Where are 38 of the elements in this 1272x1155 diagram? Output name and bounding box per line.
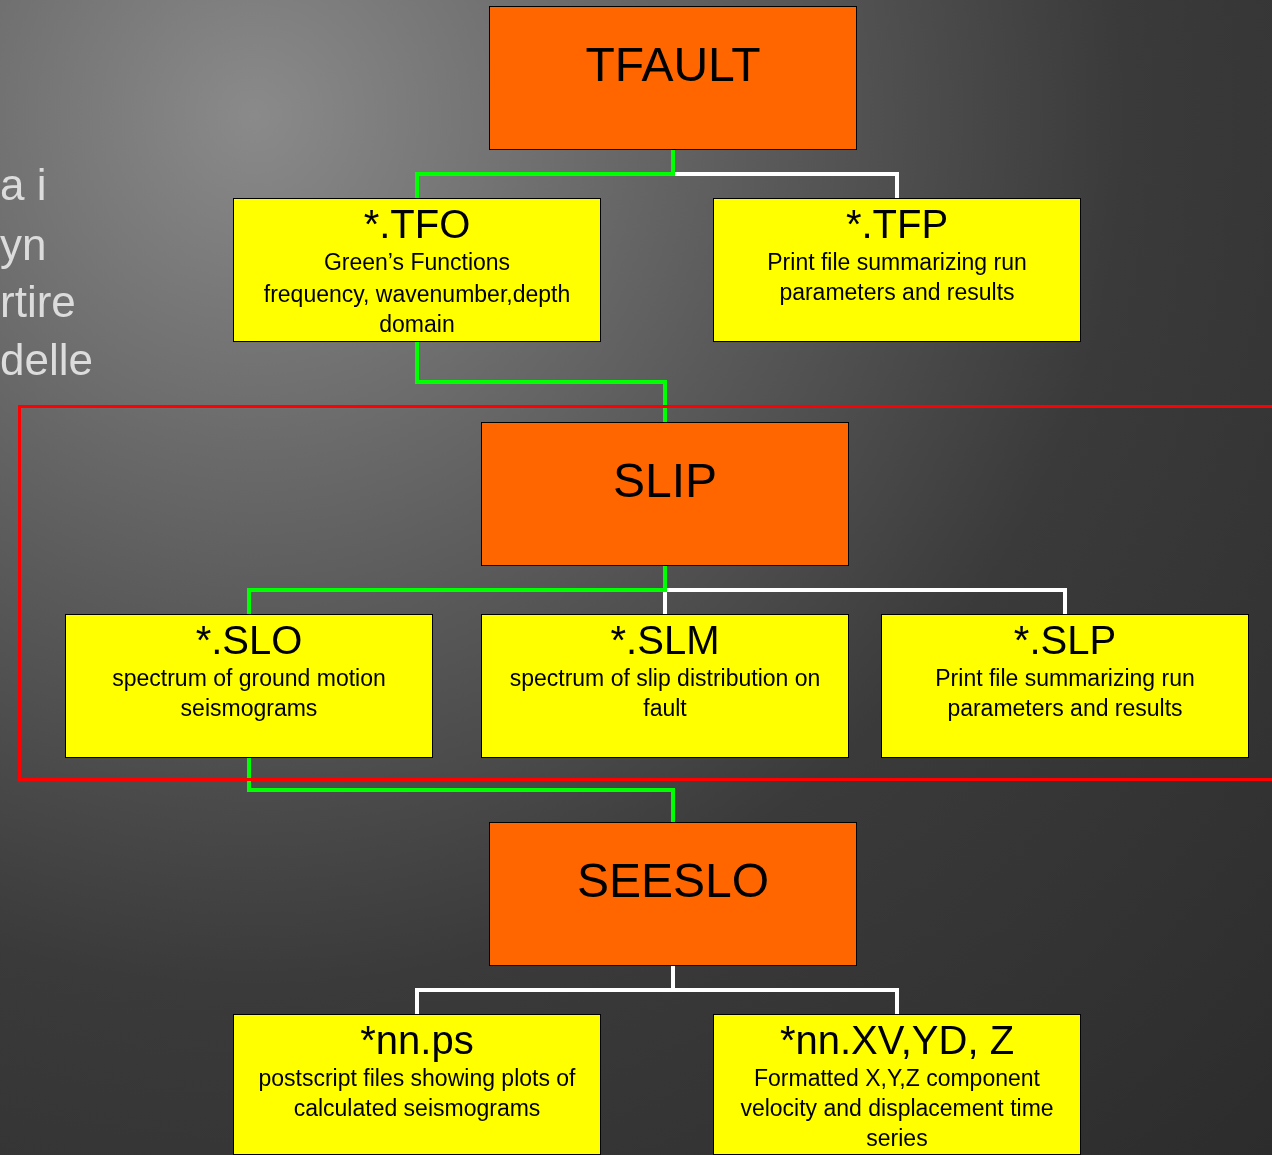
file-box [713, 198, 1081, 342]
file-box [481, 614, 849, 758]
file-box [233, 1014, 601, 1155]
slide-text-fragment: a i [0, 160, 47, 210]
program-box [489, 822, 857, 966]
connector-line [415, 342, 667, 422]
box-title: *nn.ps [360, 1019, 474, 1061]
box-title: *.TFP [845, 203, 949, 245]
connector-line [247, 758, 675, 822]
file-box [65, 614, 433, 758]
box-title: *.SLM [610, 619, 720, 661]
box-description: Print file summarizing run parameters and results [934, 664, 1196, 723]
program-box [481, 422, 849, 566]
box-description: postscript files showing plots of calculated seismograms [257, 1064, 577, 1123]
slide-text-fragment: rtire [0, 277, 76, 327]
file-box [233, 198, 601, 342]
file-box [881, 614, 1249, 758]
box-title: *.SLO [195, 619, 303, 661]
box-description: Print file summarizing run parameters and results [766, 248, 1028, 307]
box-description: spectrum of ground motion seismograms [111, 664, 387, 723]
group-frame [18, 405, 1272, 781]
slide-text-fragment: delle [0, 335, 93, 385]
connector-line [671, 966, 899, 1014]
box-description: spectrum of slip distribution on fault [508, 664, 822, 723]
program-box [489, 6, 857, 150]
box-description: Green’s Functions [323, 248, 511, 277]
box-title: SEESLO [576, 853, 770, 909]
box-title: *nn.XV,YD, Z [779, 1019, 1015, 1061]
box-title: *.TFO [363, 203, 471, 245]
connector-line [247, 566, 667, 614]
box-title: TFAULT [585, 37, 761, 93]
box-title: SLIP [612, 453, 718, 509]
file-box [713, 1014, 1081, 1155]
box-description: Formatted X,Y,Z component velocity and displacement time series [739, 1064, 1055, 1153]
box-description: frequency, wavenumber,depth domain [262, 280, 572, 339]
box-title: *.SLP [1013, 619, 1117, 661]
connector-line [415, 150, 675, 198]
slide-text-fragment: yn [0, 220, 47, 270]
